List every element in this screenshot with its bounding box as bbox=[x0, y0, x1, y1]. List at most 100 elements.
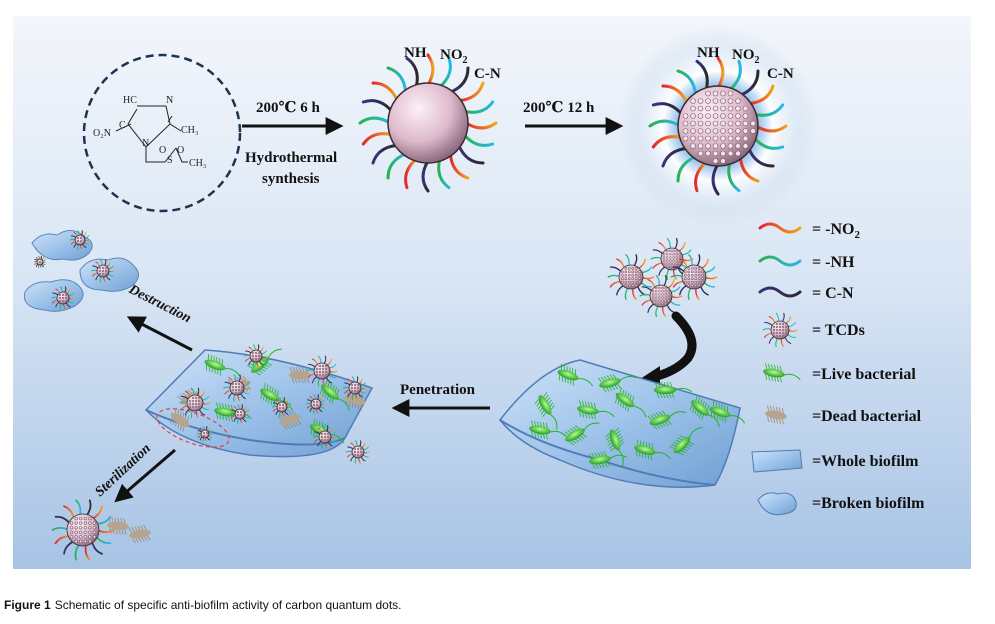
surface-dot bbox=[624, 267, 628, 270]
surface-dot bbox=[775, 322, 779, 326]
biofilm-fragment bbox=[23, 279, 84, 312]
surface-dot bbox=[651, 299, 655, 302]
surface-dot bbox=[257, 357, 261, 361]
surface-dot bbox=[321, 370, 325, 374]
broken-biofilm-pieces bbox=[23, 230, 139, 312]
surface-dot bbox=[315, 370, 319, 374]
surface-dot bbox=[194, 399, 198, 403]
surface-dot bbox=[638, 280, 641, 284]
cell-body bbox=[673, 436, 691, 454]
surface-dot bbox=[742, 113, 749, 119]
surface-dot bbox=[672, 249, 675, 253]
surface-dot bbox=[705, 113, 711, 119]
surface-dot bbox=[638, 270, 641, 274]
tcd-particle bbox=[91, 259, 115, 283]
tail bbox=[584, 422, 600, 430]
tcd-particle bbox=[313, 425, 337, 449]
surface-dot bbox=[74, 521, 78, 525]
flagellum bbox=[219, 358, 221, 364]
surface-dot bbox=[356, 453, 360, 457]
surface-chain bbox=[754, 124, 788, 133]
live-bacterium bbox=[615, 387, 647, 418]
surface-dot bbox=[655, 286, 658, 290]
flagellum bbox=[544, 394, 549, 400]
dead-bacterium bbox=[344, 389, 366, 411]
flagellum bbox=[680, 450, 686, 454]
molecule-dashed-circle bbox=[82, 53, 242, 213]
surface-dot bbox=[720, 98, 726, 104]
flagellum bbox=[563, 365, 565, 371]
surface-dot bbox=[634, 267, 638, 270]
surface-dot bbox=[742, 143, 749, 149]
surface-dot bbox=[781, 322, 785, 326]
surface-dot bbox=[701, 277, 704, 281]
tcd-particle bbox=[179, 387, 211, 419]
live-bacterium bbox=[204, 354, 241, 377]
surface-chain bbox=[727, 160, 741, 193]
surface-chain bbox=[747, 84, 775, 106]
tcd-sphere bbox=[681, 264, 707, 290]
flagellum bbox=[781, 407, 784, 414]
surface-dot bbox=[627, 270, 631, 274]
surface-dot bbox=[697, 267, 701, 270]
surface-dot bbox=[281, 406, 285, 410]
flagellum bbox=[207, 354, 209, 360]
surface-dot bbox=[83, 526, 87, 530]
flagellum bbox=[724, 405, 726, 411]
surface-chain bbox=[648, 119, 682, 128]
surface-dot bbox=[79, 521, 83, 525]
flagellum bbox=[777, 376, 779, 383]
flagellum bbox=[217, 369, 219, 375]
surface-dot bbox=[690, 284, 694, 287]
flagellum bbox=[579, 400, 582, 406]
carbonization-arrow: 200℃ 12 h bbox=[523, 100, 624, 135]
flagellum bbox=[174, 407, 177, 414]
flagellum bbox=[277, 390, 279, 396]
surface-dot bbox=[661, 296, 664, 299]
surface-dot bbox=[661, 293, 664, 296]
surface-dot bbox=[237, 388, 241, 392]
flagellum bbox=[768, 375, 771, 381]
untreated-biofilm bbox=[499, 359, 746, 488]
surface-dot bbox=[323, 438, 327, 442]
flagellum bbox=[597, 377, 602, 383]
surface-dot bbox=[662, 259, 666, 262]
carbon-dot-sphere bbox=[387, 82, 469, 164]
surface-dot bbox=[720, 135, 726, 142]
surface-dot bbox=[254, 351, 258, 355]
treated-biofilm bbox=[144, 344, 374, 464]
legend-label-tcds: = TCDs bbox=[812, 322, 865, 339]
flagellum bbox=[617, 383, 622, 389]
live-bacterium bbox=[557, 364, 594, 387]
surface-chain bbox=[711, 162, 720, 196]
flagellum bbox=[695, 395, 698, 401]
surface-dot bbox=[666, 249, 669, 253]
surface-dot bbox=[667, 299, 671, 302]
flagellum bbox=[208, 366, 210, 372]
surface-dot bbox=[315, 367, 319, 371]
flagellum bbox=[609, 374, 614, 380]
flagellum bbox=[111, 517, 114, 523]
flagellum bbox=[291, 377, 295, 384]
surface-dot bbox=[324, 373, 328, 377]
cell-body bbox=[565, 428, 585, 442]
surface-dot bbox=[356, 450, 360, 454]
surface-dot bbox=[234, 391, 238, 395]
tail bbox=[708, 414, 720, 428]
legend: = -NO2 = -NH = C-N = TCDs =Live bacteria… bbox=[751, 221, 925, 516]
tail bbox=[633, 405, 647, 418]
flagellum bbox=[227, 404, 230, 410]
surface-dot bbox=[705, 98, 711, 104]
flagellum bbox=[659, 392, 663, 399]
surface-dot bbox=[727, 150, 734, 157]
tail bbox=[578, 378, 594, 387]
flagellum bbox=[182, 426, 185, 432]
surface-dot bbox=[666, 262, 669, 265]
dead-bacterium bbox=[277, 410, 302, 430]
surface-dot bbox=[720, 150, 726, 157]
surface-dot bbox=[701, 270, 704, 274]
surface-dot bbox=[690, 135, 696, 142]
surface-dot bbox=[320, 438, 324, 442]
surface-dot bbox=[666, 259, 669, 262]
flagellum bbox=[779, 418, 781, 425]
